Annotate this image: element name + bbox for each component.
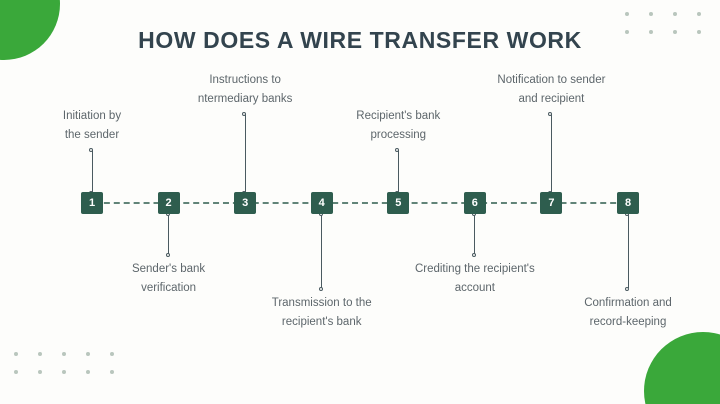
dot	[673, 30, 677, 34]
label-line: Notification to sender	[497, 73, 606, 86]
connector-dot-icon	[89, 147, 93, 152]
timeline-label-7: Notification to sender and recipient	[466, 71, 636, 108]
connector-dot-icon	[318, 286, 323, 291]
label-line: ntermediary banks	[197, 92, 293, 105]
timeline-label-6: Crediting the recipient's account	[390, 260, 560, 297]
dot	[86, 370, 90, 374]
timeline-node-7[interactable]: 7	[540, 192, 563, 214]
connector-dot-icon	[471, 252, 476, 257]
timeline-node-8[interactable]: 8	[617, 192, 639, 214]
timeline-node-2[interactable]: 2	[157, 192, 180, 214]
dot	[649, 30, 653, 34]
dot	[697, 30, 701, 34]
timeline-connector-7	[548, 111, 553, 195]
dot	[625, 12, 629, 16]
label-line: Confirmation and	[584, 297, 672, 309]
dot	[62, 352, 66, 356]
dot	[110, 370, 114, 374]
dot	[697, 12, 701, 16]
label-line: Instructions to	[209, 73, 281, 86]
timeline-label-8: Confirmation and record-keeping	[543, 294, 713, 331]
timeline-node-4[interactable]: 4	[310, 192, 333, 214]
connector-dot-icon	[242, 111, 247, 116]
dot	[38, 370, 42, 374]
timeline-connector-8	[625, 211, 629, 291]
timeline-label-2: Sender's bank verification	[84, 260, 254, 297]
label-line: Crediting the recipient's	[414, 263, 535, 275]
timeline-label-5: Recipient's bank processing	[313, 107, 483, 144]
page-title: HOW DOES A WIRE TRANSFER WORK	[138, 27, 582, 53]
label-line: the sender	[64, 128, 120, 141]
timeline-node-3[interactable]: 3	[234, 192, 257, 214]
dot	[14, 352, 18, 356]
timeline-connector-2	[165, 211, 170, 257]
dot	[673, 12, 677, 16]
timeline-label-1: Initiation by the sender	[7, 107, 177, 144]
timeline-connector-1	[89, 147, 93, 195]
label-line: Transmission to the	[271, 297, 372, 309]
label-line: Recipient's bank	[356, 109, 441, 122]
label-line: account	[454, 281, 495, 294]
timeline-node-5[interactable]: 5	[387, 192, 410, 214]
timeline-label-3: Instructions to ntermediary banks	[160, 71, 330, 108]
connector-dot-icon	[395, 147, 400, 152]
dot	[110, 352, 114, 356]
connector-dot-icon	[165, 252, 170, 257]
label-line: and recipient	[518, 92, 585, 105]
dot	[38, 352, 42, 356]
label-line: Sender's bank	[131, 263, 206, 275]
dot	[62, 370, 66, 374]
timeline-node-1[interactable]: 1	[81, 192, 103, 214]
timeline-node-6[interactable]: 6	[463, 192, 486, 214]
label-line: Initiation by	[62, 109, 122, 122]
timeline-connector-3	[242, 111, 247, 195]
dot	[649, 12, 653, 16]
dot	[86, 352, 90, 356]
label-line: recipient's bank	[281, 315, 362, 328]
dot	[625, 30, 629, 34]
connector-dot-icon	[548, 111, 553, 116]
dot	[14, 370, 18, 374]
timeline-axis	[84, 202, 636, 204]
timeline-label-4: Transmission to the recipient's bank	[237, 294, 407, 331]
timeline-connector-4	[318, 211, 323, 291]
label-line: verification	[141, 281, 197, 294]
decorative-dot-grid-top-right	[625, 12, 701, 34]
label-line: record-keeping	[589, 315, 667, 328]
timeline-connector-5	[395, 147, 400, 195]
decorative-dot-grid-bottom-left	[14, 352, 114, 374]
label-line: processing	[370, 128, 427, 141]
connector-dot-icon	[625, 286, 629, 291]
timeline-connector-6	[471, 211, 476, 257]
